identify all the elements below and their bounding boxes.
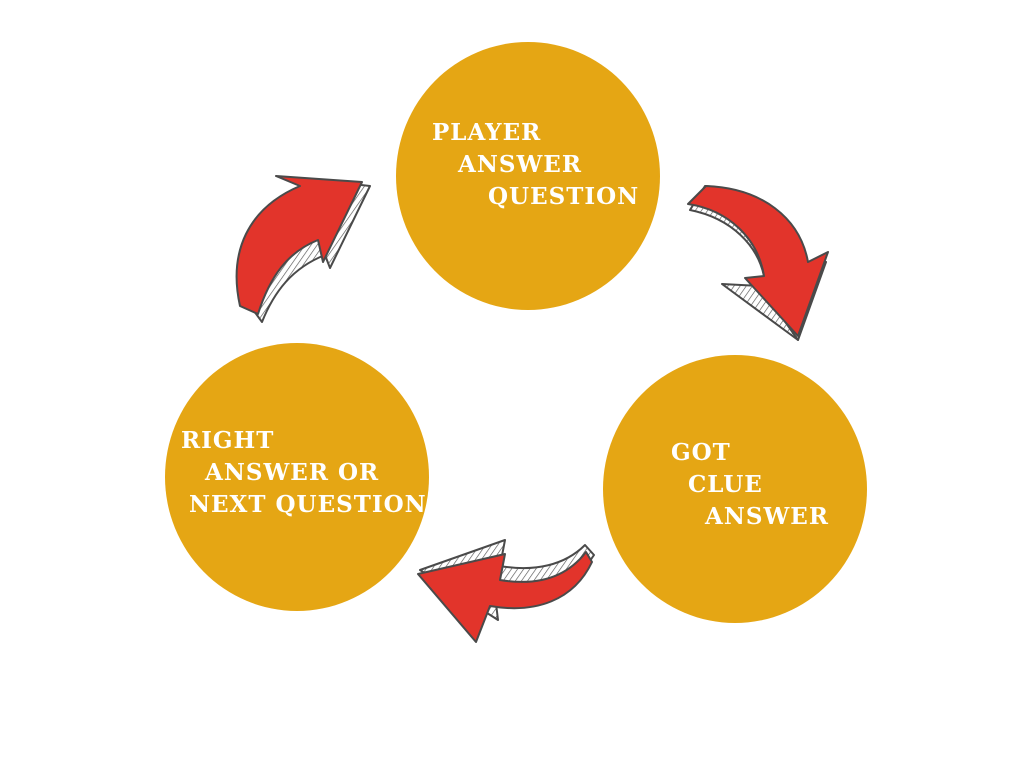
- node-label-got-clue: GOT CLUE ANSWER: [671, 437, 829, 533]
- node-label-line: GOT: [671, 439, 731, 466]
- curved-arrow-right-down-icon: [687, 185, 829, 341]
- node-label-line: QUESTION: [488, 183, 640, 210]
- curved-arrow-up-right-icon: [235, 175, 371, 323]
- node-label-line: ANSWER: [705, 503, 829, 530]
- node-label-line: CLUE: [688, 471, 763, 498]
- node-label-right-answer: RIGHT ANSWER OR NEXT QUESTION: [181, 425, 427, 521]
- node-label-line: ANSWER: [458, 151, 582, 178]
- circle-node-player: [396, 42, 660, 310]
- circle-node-got-clue: [603, 355, 867, 623]
- node-label-line: ANSWER OR: [205, 459, 380, 486]
- curved-arrow-left-icon: [417, 539, 595, 643]
- node-label-line: RIGHT: [181, 427, 275, 454]
- node-label-line: PLAYER: [432, 119, 542, 146]
- circle-node-right-answer: [165, 343, 429, 611]
- node-label-player: PLAYER ANSWER QUESTION: [432, 117, 639, 213]
- node-label-line: NEXT QUESTION: [189, 491, 427, 518]
